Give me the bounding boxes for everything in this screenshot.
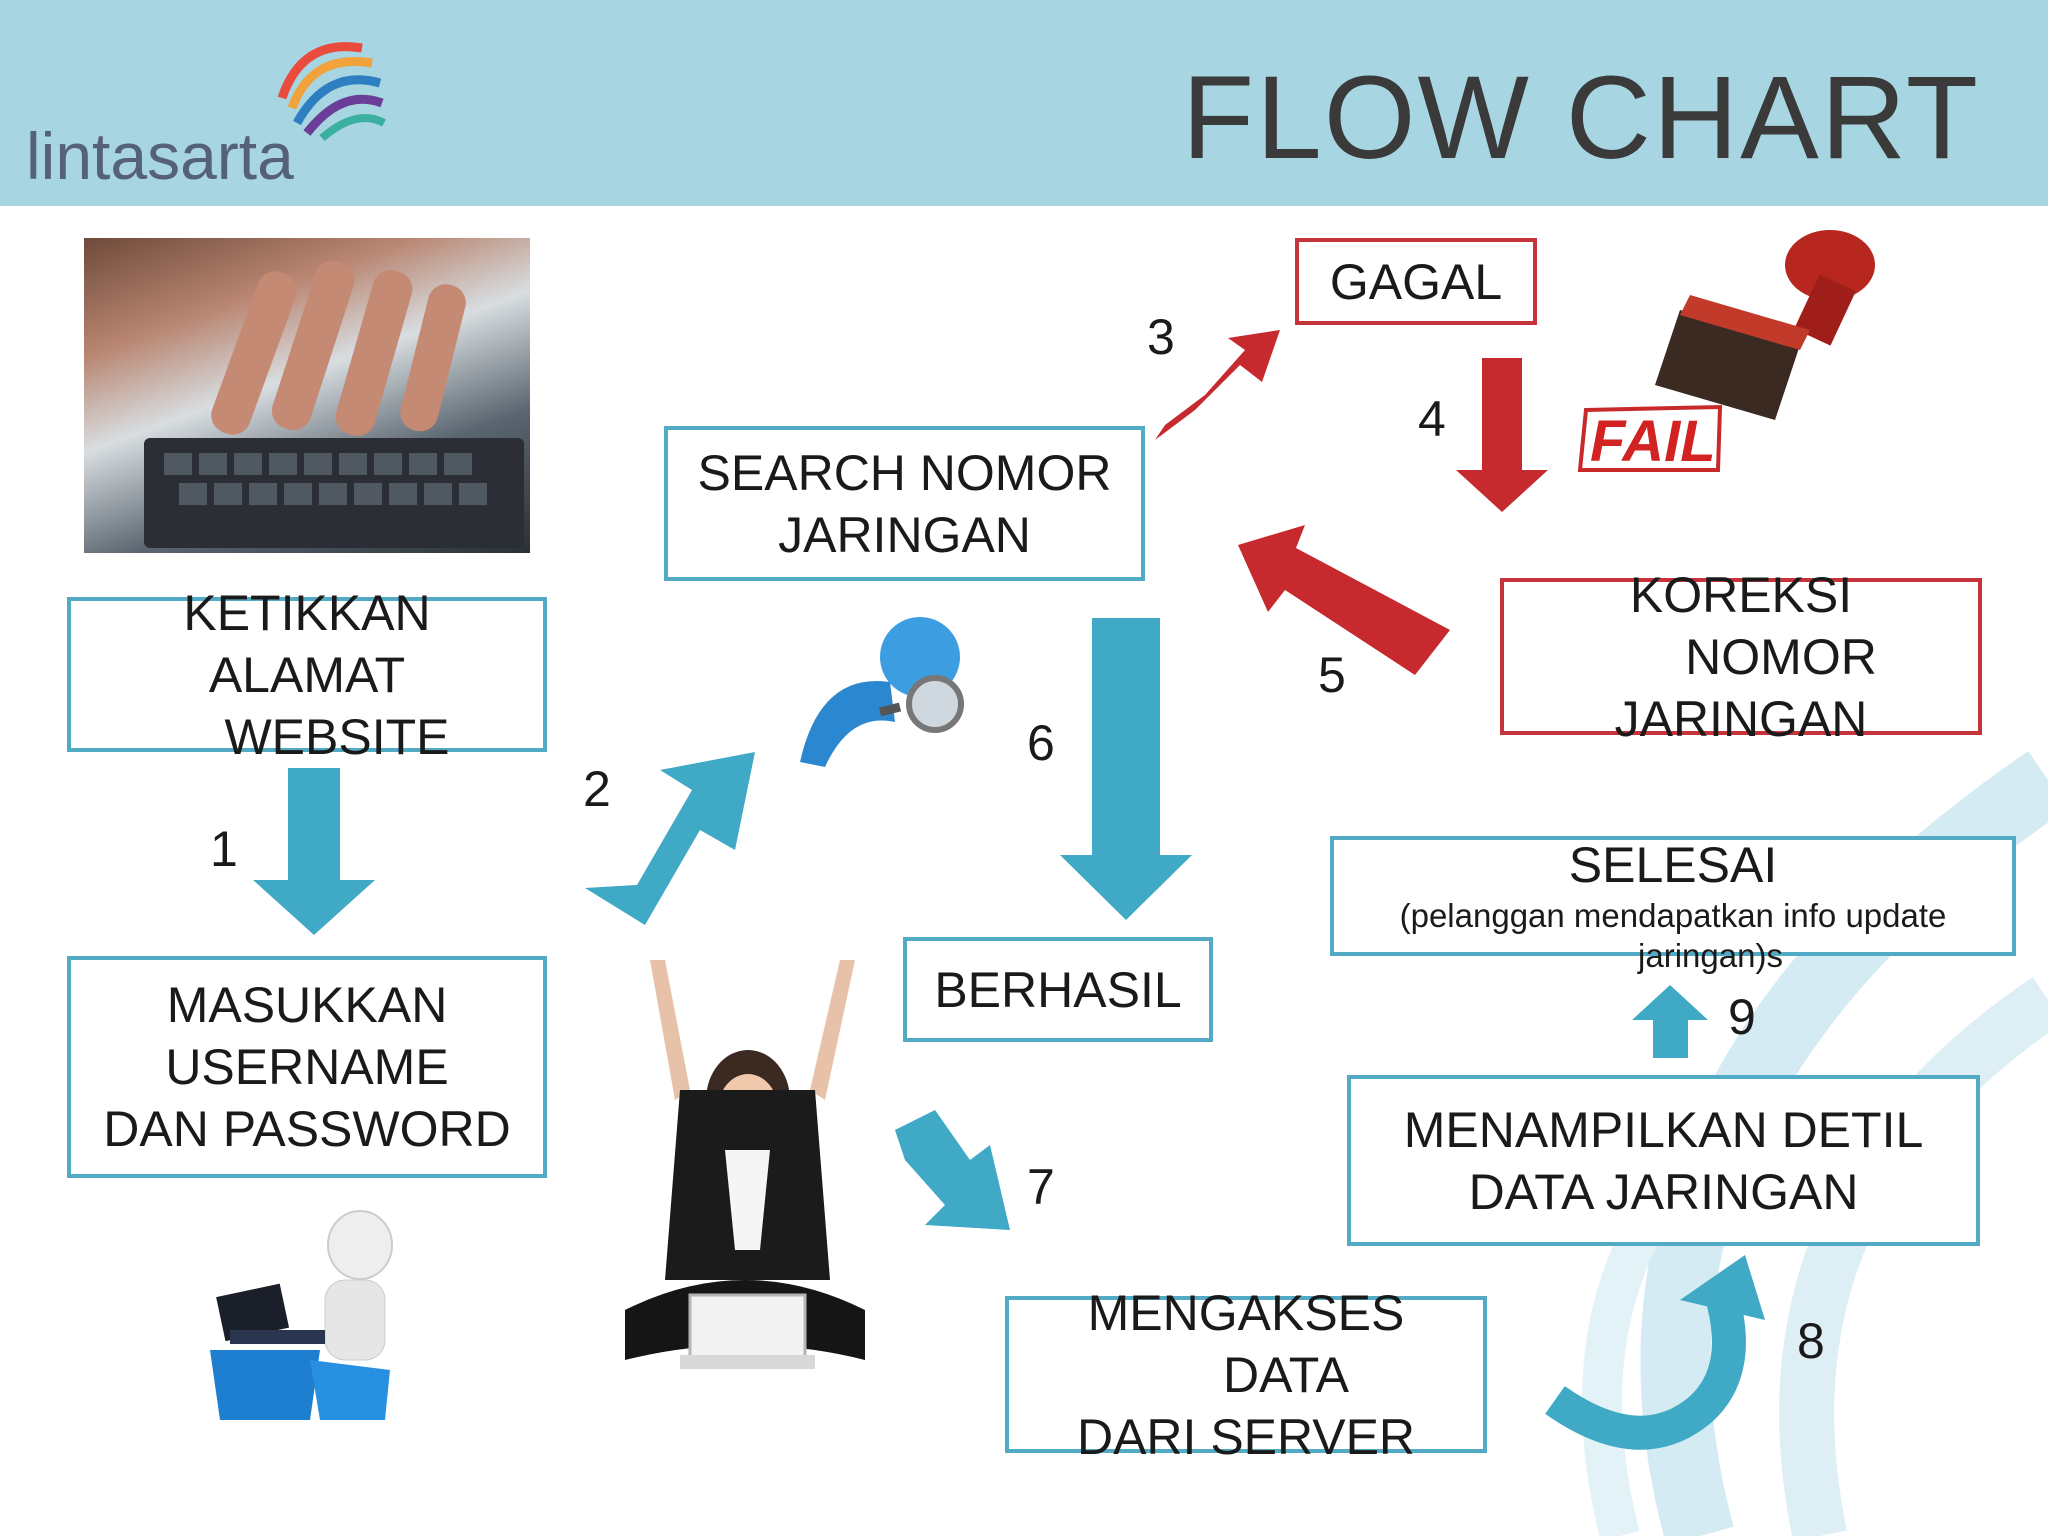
- keyboard-hands-photo: [84, 238, 530, 553]
- celebrating-woman-figure: [620, 950, 870, 1390]
- person-with-laptop-figure: [200, 1210, 410, 1425]
- arrow-step-4: [1456, 358, 1548, 512]
- lintasarta-logo: [262, 28, 392, 148]
- step-number-2: 2: [583, 761, 611, 817]
- magnifier-person-icon: [800, 617, 964, 767]
- box-search-nomor-jaringan: SEARCH NOMOR JARINGAN: [664, 426, 1145, 581]
- box-masukkan-username: MASUKKAN USERNAME DAN PASSWORD: [67, 956, 547, 1178]
- fail-stamp-figure: [1570, 225, 1900, 475]
- person-laptop-icon: [210, 1210, 393, 1420]
- box-line: MASUKKAN: [166, 977, 448, 1033]
- stamp-icon: [1577, 230, 1875, 472]
- selesai-title: SELESAI: [1568, 837, 1778, 893]
- logo-text: lintasarta: [26, 119, 294, 193]
- box-line: MENAMPILKAN DETIL: [1403, 1101, 1924, 1158]
- arrow-step-6: [1060, 618, 1192, 920]
- box-line: MENGAKSES: [1087, 1284, 1405, 1341]
- box-line: DARI SERVER: [1076, 1408, 1416, 1465]
- box-line: KETIKKAN: [183, 584, 431, 641]
- box-line: GAGAL: [1329, 253, 1503, 310]
- box-line: KOREKSI: [1629, 566, 1853, 623]
- search-figure: [780, 612, 980, 772]
- step-number-7: 7: [1027, 1159, 1055, 1215]
- fail-stamp-text: FAIL: [1590, 409, 1716, 474]
- keyboard-icon: [144, 260, 524, 548]
- box-gagal: GAGAL: [1295, 238, 1537, 325]
- box-line: DATA: [1223, 1346, 1349, 1403]
- box-berhasil: BERHASIL: [903, 937, 1213, 1042]
- box-line: DAN PASSWORD: [103, 1101, 511, 1157]
- box-line: JARINGAN: [778, 506, 1031, 563]
- box-line: ALAMAT: [208, 646, 406, 703]
- logo-swirl-icon: [277, 42, 386, 142]
- box-menampilkan-detil: MENAMPILKAN DETIL DATA JARINGAN: [1347, 1075, 1980, 1246]
- step-number-4: 4: [1418, 391, 1446, 447]
- box-line: WEBSITE: [224, 708, 450, 765]
- box-line: SEARCH NOMOR: [697, 444, 1112, 501]
- box-line: DATA JARINGAN: [1468, 1163, 1859, 1220]
- box-line: USERNAME: [165, 1039, 449, 1095]
- box-selesai: SELESAI (pelanggan mendapatkan info upda…: [1330, 836, 2016, 974]
- box-line: NOMOR: [1685, 628, 1877, 685]
- box-mengakses-data: MENGAKSES DATA DARI SERVER: [1005, 1285, 1487, 1465]
- selesai-note-line-2: jaringan)s: [1638, 937, 1783, 974]
- arrow-step-8: [1545, 1284, 1746, 1450]
- step-number-1: 1: [210, 821, 238, 877]
- box-line: BERHASIL: [934, 961, 1182, 1018]
- arrow-step-5: [1238, 525, 1450, 675]
- box-koreksi-nomor-jaringan: KOREKSI NOMOR JARINGAN: [1500, 567, 1982, 747]
- box-line: JARINGAN: [1614, 690, 1868, 747]
- step-number-3: 3: [1147, 309, 1175, 365]
- arrow-step-9: [1632, 985, 1708, 1058]
- step-number-9: 9: [1728, 989, 1756, 1045]
- arrow-step-2: [585, 752, 755, 925]
- page-title: FLOW CHART: [1182, 52, 1980, 184]
- arrow-step-1: [253, 768, 375, 935]
- arrow-step-7: [895, 1110, 1010, 1230]
- arrow-step-3: [1155, 330, 1280, 440]
- woman-laptop-icon: [625, 960, 865, 1369]
- box-ketikkan-alamat-website: KETIKKAN ALAMAT WEBSITE: [67, 585, 547, 765]
- step-number-8: 8: [1797, 1313, 1825, 1369]
- step-number-5: 5: [1318, 647, 1346, 703]
- step-number-6: 6: [1027, 715, 1055, 771]
- selesai-note-line-1: (pelanggan mendapatkan info update: [1399, 897, 1947, 934]
